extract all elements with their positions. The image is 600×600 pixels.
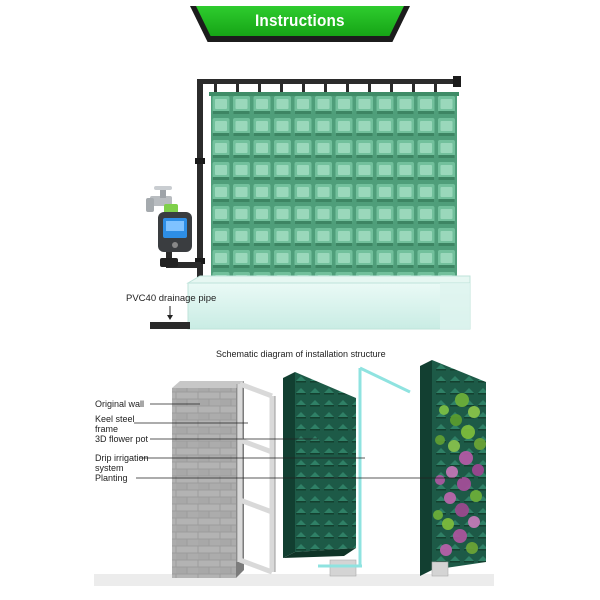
label-line: Original wall <box>95 399 145 409</box>
label-keel-steel-frame: Keel steel frame <box>95 414 135 434</box>
diagram-caption: Schematic diagram of installation struct… <box>216 349 386 359</box>
drainage-pipe <box>150 322 190 329</box>
header-banner: Instructions <box>190 6 410 42</box>
drip-irrigation-system <box>318 366 411 568</box>
label-line: Planting <box>95 473 128 483</box>
keel-steel-frame <box>237 381 275 575</box>
irrigation-timer-icon <box>158 212 192 252</box>
label-3d-flower-pot: 3D flower pot <box>95 434 148 444</box>
drain-label: PVC40 drainage pipe <box>126 293 217 304</box>
label-drip-irrigation: Drip irrigation system <box>95 453 149 473</box>
label-line: system <box>95 463 124 473</box>
green-wall-pots <box>211 94 457 284</box>
label-planting: Planting <box>95 473 128 483</box>
label-line: frame <box>95 424 119 434</box>
page-title: Instructions <box>255 11 345 30</box>
plants <box>433 393 486 556</box>
label-line: Keel steel <box>95 414 135 424</box>
vertical-supply-pipe <box>197 79 203 279</box>
water-tank <box>187 282 471 330</box>
top-irrigation-pipe <box>197 79 459 84</box>
faucet-icon <box>146 186 178 214</box>
label-line: 3D flower pot <box>95 434 149 444</box>
original-wall <box>172 388 236 578</box>
flower-pot-panel <box>295 372 356 552</box>
label-original-wall: Original wall <box>95 399 144 409</box>
banner: Instructions <box>196 6 404 36</box>
label-line: Drip irrigation <box>95 453 149 463</box>
leader-lines <box>134 403 462 479</box>
